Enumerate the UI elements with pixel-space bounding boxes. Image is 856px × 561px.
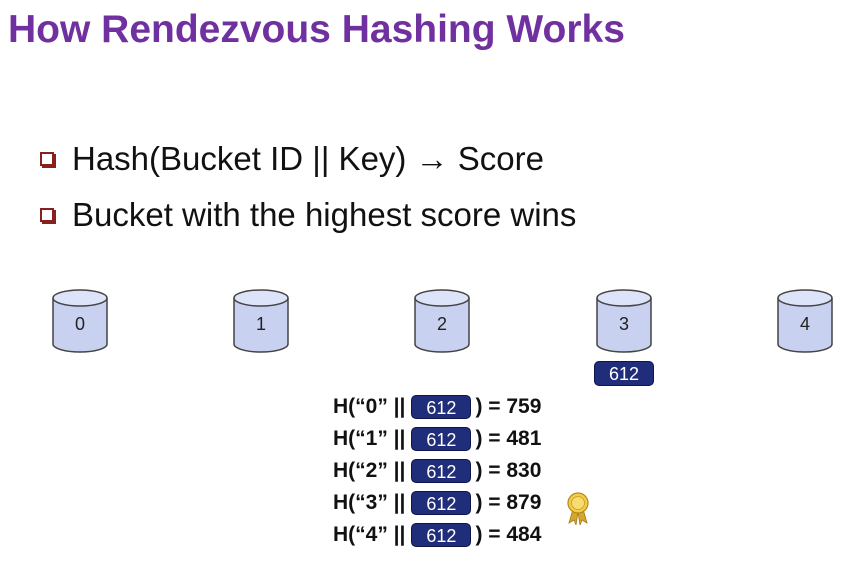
slide-title: How Rendezvous Hashing Works	[8, 8, 625, 51]
cylinder-icon	[414, 289, 470, 353]
equation-result: ) = 484	[475, 523, 542, 546]
bucket-label: 3	[618, 314, 629, 334]
equation-row: H(“3” || 612 ) = 879	[333, 488, 541, 518]
key-pill: 612	[411, 395, 472, 419]
bucket-label: 0	[74, 314, 85, 334]
bucket-2: 2	[413, 288, 473, 354]
cylinder-icon	[52, 289, 108, 353]
equation-row: H(“0” || 612 ) = 759	[333, 392, 541, 422]
equation-result: ) = 830	[475, 459, 542, 482]
key-pill: 612	[411, 491, 472, 515]
bucket-4: 4	[776, 288, 836, 354]
equation-row: H(“1” || 612 ) = 481	[333, 424, 541, 454]
cylinder-icon	[596, 289, 652, 353]
bucket-label: 1	[255, 314, 266, 334]
equation-prefix: H(“1” ||	[333, 427, 406, 450]
bullet-item: Hash(Bucket ID || Key) → Score	[40, 140, 544, 178]
equation-row: H(“2” || 612 ) = 830	[333, 456, 541, 486]
equation-row: H(“4” || 612 ) = 484	[333, 520, 541, 550]
checkbox-bullet-icon	[40, 152, 54, 166]
equation-prefix: H(“0” ||	[333, 395, 406, 418]
bucket-label: 4	[799, 314, 810, 334]
assigned-key-pill: 612	[594, 361, 654, 386]
equation-prefix: H(“3” ||	[333, 491, 406, 514]
key-pill: 612	[411, 523, 472, 547]
bucket-3: 3	[595, 288, 655, 354]
bucket-label: 2	[436, 314, 447, 334]
bullet-item: Bucket with the highest score wins	[40, 196, 576, 234]
bucket-1: 1	[232, 288, 292, 354]
key-pill: 612	[411, 427, 472, 451]
equation-result: ) = 759	[475, 395, 542, 418]
equation-prefix: H(“4” ||	[333, 523, 406, 546]
medal-icon	[567, 492, 589, 525]
cylinder-icon	[777, 289, 833, 353]
bullet-text: Bucket with the highest score wins	[72, 196, 577, 233]
bucket-0: 0	[51, 288, 111, 354]
bullet-text: Hash(Bucket ID || Key) → Score	[72, 140, 544, 177]
equation-result: ) = 879	[475, 491, 542, 514]
equation-prefix: H(“2” ||	[333, 459, 406, 482]
key-pill: 612	[411, 459, 472, 483]
checkbox-bullet-icon	[40, 208, 54, 222]
equation-result: ) = 481	[475, 427, 542, 450]
cylinder-icon	[233, 289, 289, 353]
